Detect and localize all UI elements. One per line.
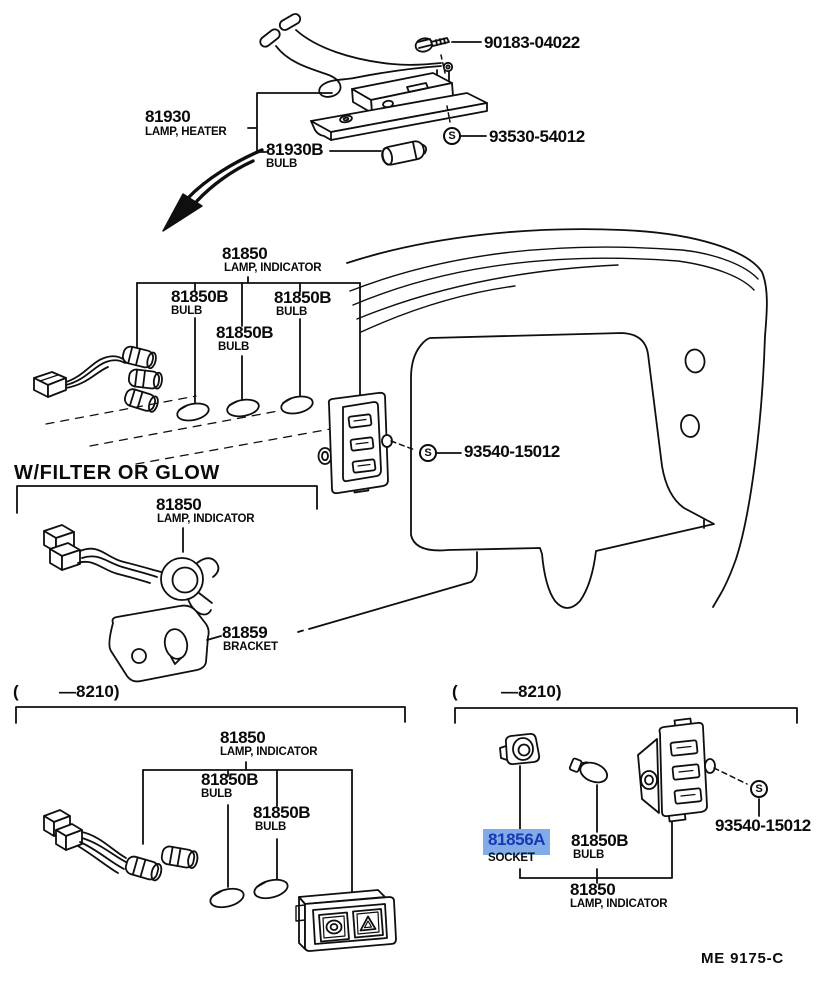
part-desc-lamp-left: LAMP, INDICATOR: [220, 746, 318, 758]
left-8210-tree-lines: [142, 761, 353, 897]
part-number-81850-wf: 81850: [156, 495, 202, 514]
part-number-90183: 90183-04022: [484, 33, 580, 52]
part-number-81850-main: 81850: [222, 244, 268, 263]
part-number-93540-mid: 93540-15012: [464, 442, 560, 461]
right-8210-switch-drawing: [637, 717, 760, 823]
part-number-81850b-l2: 81850B: [253, 803, 311, 822]
bracket-plate-drawing: [108, 604, 222, 683]
part-number-81930b: 81930B: [266, 140, 324, 159]
part-desc-bulb-3: BULB: [218, 341, 250, 353]
part-number-81850b-l1: 81850B: [201, 770, 259, 789]
indicator-switch-drawing: [317, 391, 462, 495]
right-8210-bulb-drawing: [568, 757, 609, 784]
part-number-81850b-3: 81850B: [216, 323, 274, 342]
part-number-81856a-highlighted[interactable]: 81856A: [483, 829, 551, 855]
range-8210-right: —8210): [501, 682, 562, 701]
section-title-wfilter: W/FILTER OR GLOW: [14, 462, 220, 484]
range-paren-left: (: [13, 682, 19, 701]
part-number-81850b-r: 81850B: [571, 831, 629, 850]
part-desc-lamp-indicator: LAMP, INDICATOR: [224, 262, 322, 274]
part-desc-lamp-wf: LAMP, INDICATOR: [157, 513, 255, 525]
part-number-93530: 93530-54012: [489, 127, 585, 146]
part-desc-bulb-2: BULB: [276, 306, 308, 318]
part-number-81859: 81859: [222, 623, 268, 642]
part-desc-socket: SOCKET: [488, 852, 535, 864]
left-8210-harness-drawing: [43, 809, 199, 882]
left-8210-bulbs-drawing: [209, 878, 289, 909]
down-arrow: [162, 148, 264, 232]
socket-drawing: [499, 732, 541, 766]
wfilter-bracket-lines: [16, 485, 318, 553]
part-number-81850b-1: 81850B: [171, 287, 229, 306]
part-desc-heater-bulb: BULB: [266, 158, 298, 170]
screw-symbol-icon: S: [750, 780, 768, 798]
right-8210-tree-lines: [519, 765, 673, 884]
part-desc-lamp-right: LAMP, INDICATOR: [570, 898, 668, 910]
part-number-93540-right: 93540-15012: [715, 816, 811, 835]
part-number-81850b-2: 81850B: [274, 288, 332, 307]
instrument-panel-drawing: [297, 228, 768, 633]
indicator-harness-drawing: [33, 345, 354, 465]
part-desc-bulb-l1: BULB: [201, 788, 233, 800]
part-desc-bulb-l2: BULB: [255, 821, 287, 833]
range-8210-left: —8210): [59, 682, 120, 701]
left-8210-switch-drawing: [295, 889, 397, 952]
part-desc-lamp-heater: LAMP, HEATER: [145, 126, 227, 138]
screw-symbol-icon: S: [419, 444, 437, 462]
part-desc-bracket: BRACKET: [223, 641, 278, 653]
part-desc-bulb-r: BULB: [573, 849, 605, 861]
heater-lamp-drawing: [259, 13, 488, 141]
screw-90183-drawing: [414, 37, 482, 74]
right-8210-bracket-lines: [454, 707, 798, 724]
diagram-code: ME 9175-C: [701, 950, 785, 967]
range-paren-right: (: [452, 682, 458, 701]
left-8210-bracket-lines: [15, 706, 406, 724]
indicator-tree-lines: [136, 276, 361, 405]
part-number-81850-right: 81850: [570, 880, 616, 899]
heater-bulb-drawing: [381, 140, 428, 166]
wfilter-lamp-drawing: [43, 524, 220, 616]
part-desc-bulb-1: BULB: [171, 305, 203, 317]
part-number-81850-left: 81850: [220, 728, 266, 747]
part-number-81930: 81930: [145, 107, 191, 126]
indicator-bulbs-drawing: [176, 395, 314, 422]
screw-symbol-icon: S: [443, 127, 461, 145]
